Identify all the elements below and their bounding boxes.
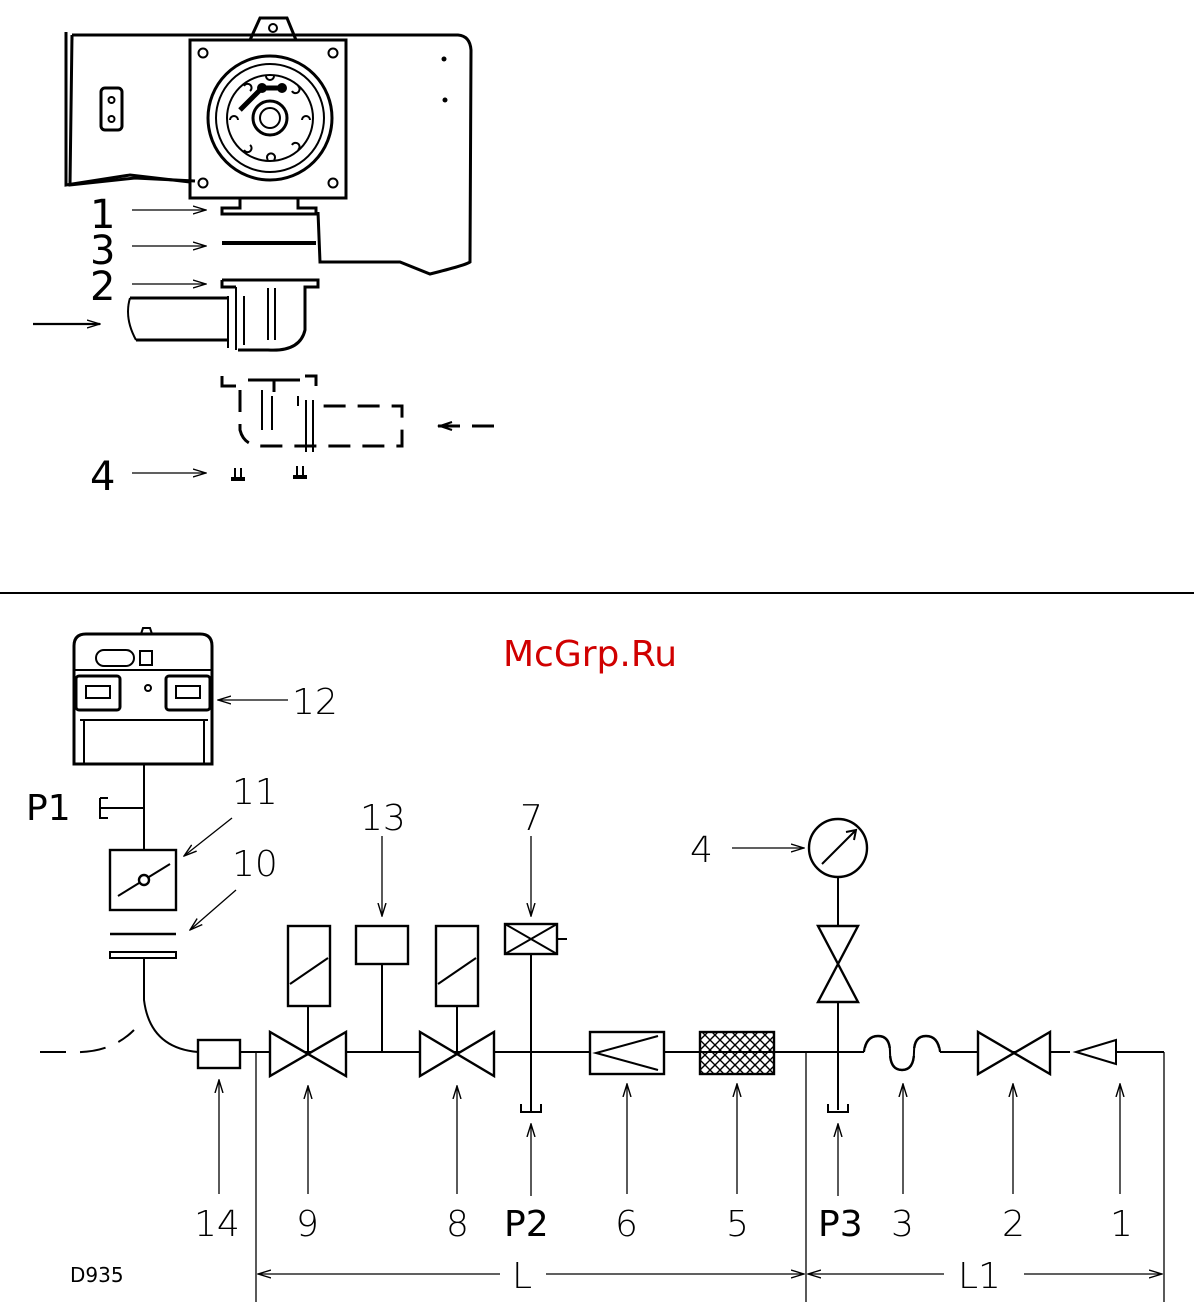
butterfly-pivot	[139, 875, 149, 885]
fitting-pivot-2	[277, 83, 287, 93]
pressure-switch-13	[356, 926, 408, 1052]
label-6: 6	[615, 1204, 638, 1245]
label-10: 10	[232, 844, 278, 885]
slot-hole-1	[109, 97, 115, 103]
elbow-alternative-dashed	[222, 376, 505, 452]
bolt-tr	[329, 49, 338, 58]
label-2: 2	[1002, 1204, 1025, 1245]
valve-proving-7	[505, 924, 567, 1112]
label-14: 14	[194, 1204, 240, 1245]
housing-dot-1	[442, 57, 447, 62]
label-11: 11	[232, 772, 278, 813]
burner-housing-left	[66, 32, 190, 185]
gas-inlet-1	[1076, 1040, 1116, 1064]
pressure-tap-p1	[100, 798, 144, 818]
housing-slot	[101, 88, 122, 130]
ball-valve-2	[978, 1032, 1050, 1074]
fitting-bore-inner	[260, 108, 280, 128]
watermark: McGrp.Ru	[503, 634, 677, 675]
label-5: 5	[726, 1204, 749, 1245]
solenoid-valve-8	[420, 926, 494, 1076]
burner-housing	[70, 35, 471, 274]
arrow-11	[184, 818, 232, 856]
label-4: 4	[690, 830, 713, 871]
component-14	[198, 1040, 240, 1068]
screws-part-4	[232, 466, 306, 480]
label-8: 8	[446, 1204, 469, 1245]
flange-10-bottom	[110, 952, 176, 958]
fitting-pivot-1	[257, 83, 267, 93]
label-p1: P1	[26, 788, 71, 829]
flange-tab	[250, 18, 296, 40]
dimension-l1: L1	[958, 1256, 1001, 1297]
pipe-bend	[144, 958, 198, 1052]
bolt-br	[329, 179, 338, 188]
elbow-part-2	[128, 280, 318, 350]
label-1: 1	[1110, 1204, 1133, 1245]
label-p3: P3	[818, 1204, 863, 1245]
arrow-10	[190, 890, 236, 930]
housing-dot-2	[443, 98, 448, 103]
solenoid-valve-9	[270, 926, 346, 1076]
callout-label-4: 4	[90, 454, 115, 500]
bolt-bl	[199, 179, 208, 188]
fitting-bore	[253, 101, 287, 135]
pressure-regulator-6	[590, 1032, 664, 1074]
callout-label-2: 2	[90, 264, 115, 310]
gasket-part-1	[222, 198, 316, 214]
label-p2: P2	[504, 1204, 549, 1245]
bolt-tl	[199, 49, 208, 58]
label-3: 3	[891, 1204, 914, 1245]
flex-mask	[864, 1048, 940, 1056]
burner-unit-12	[74, 628, 212, 764]
pressure-gauge-4	[809, 819, 867, 1110]
label-9: 9	[296, 1204, 319, 1245]
dimension-l: L	[512, 1256, 532, 1297]
gas-filter-5	[700, 1032, 774, 1074]
label-13: 13	[360, 798, 406, 839]
label-12: 12	[292, 682, 338, 723]
gas-train-schematic	[40, 628, 1164, 1302]
flange-tab-hole	[269, 24, 277, 32]
label-7: 7	[520, 798, 543, 839]
drawing-code: D935	[70, 1263, 124, 1287]
slot-hole-2	[109, 116, 115, 122]
pipe-dashed-tail	[40, 1030, 134, 1052]
burner-exploded-view: 1 3 2 4	[33, 18, 505, 500]
